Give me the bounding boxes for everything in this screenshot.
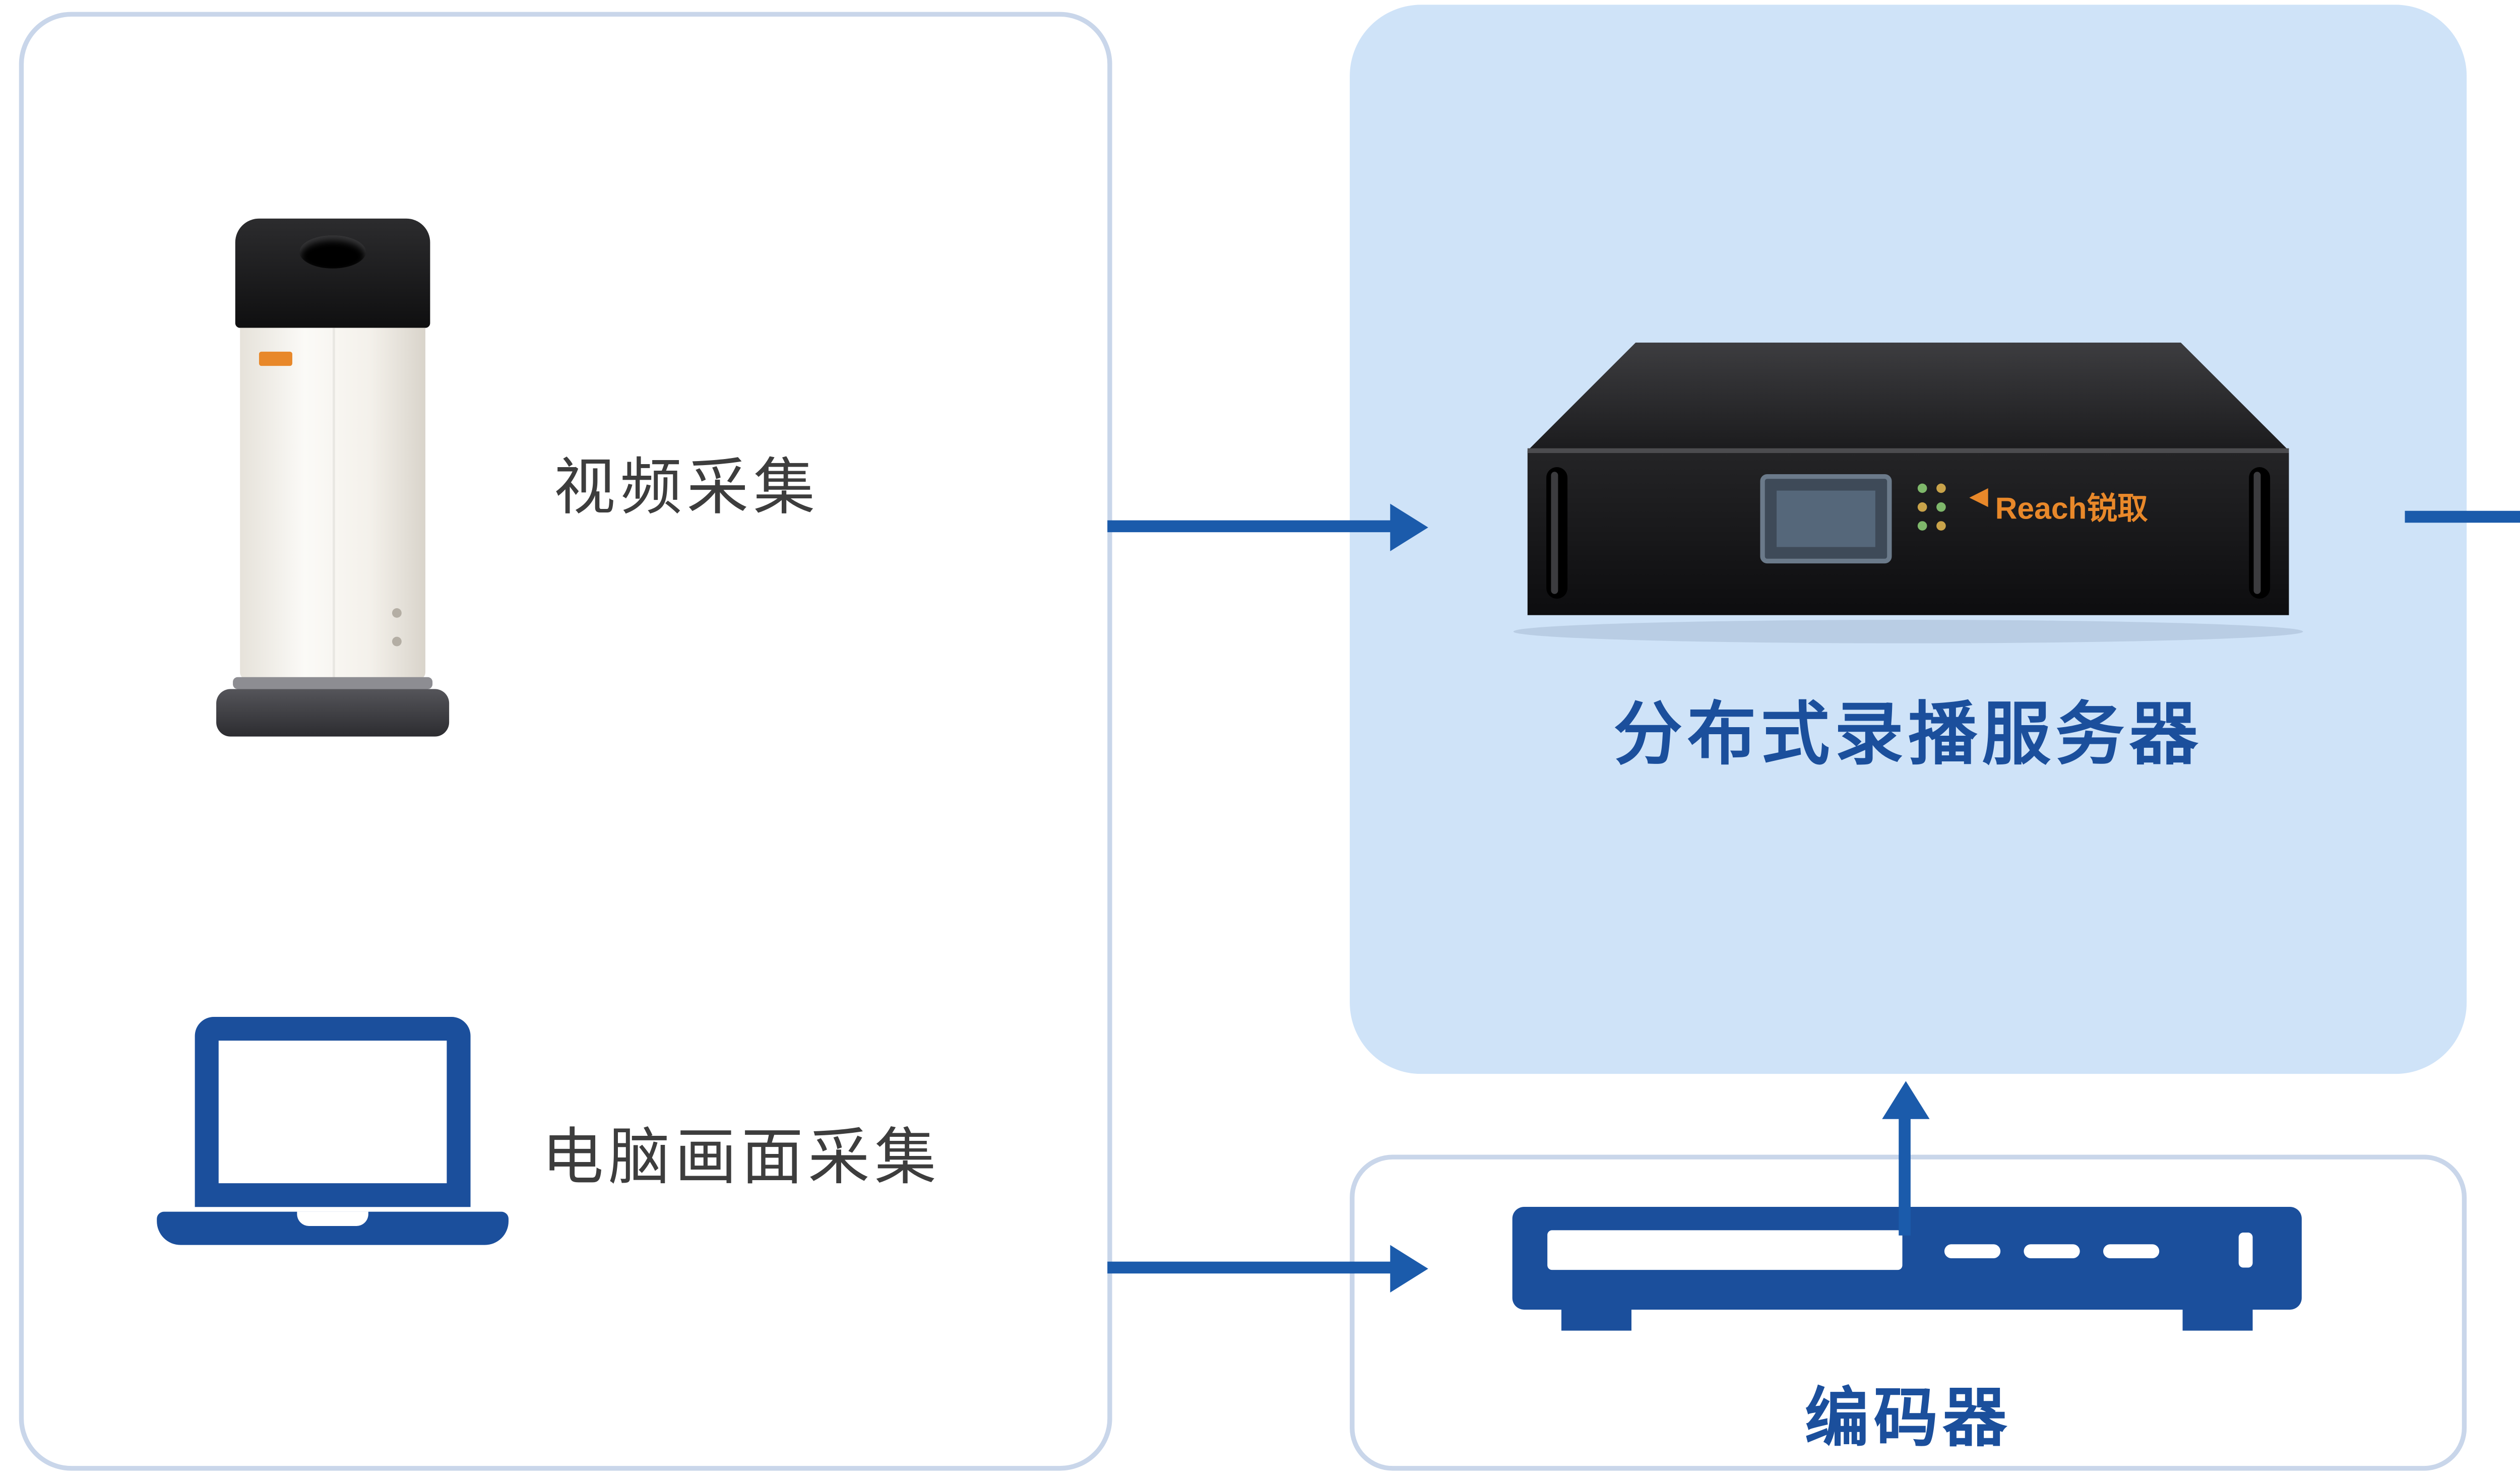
arrow-video-to-server (1107, 502, 1428, 550)
encoder-right-foot (2182, 1309, 2253, 1331)
encoder-device-icon (1512, 1207, 2302, 1331)
video-capture-label: 视频采集 (553, 451, 820, 523)
server-top-face (1527, 342, 2289, 451)
recording-server-label: 分布式录播服务器 (1613, 698, 2203, 775)
camera-lens (299, 235, 366, 269)
panel-capture-sources (19, 12, 1112, 1471)
encoder-label: 编码器 (1805, 1383, 2012, 1454)
laptop-icon (157, 1017, 509, 1245)
laptop-base (157, 1211, 509, 1245)
arrow-server-to-cloud (2405, 510, 2520, 523)
arrow-pc-to-encoder (1107, 1244, 1428, 1292)
encoder-display-slot (1547, 1230, 1903, 1270)
camera-base (216, 689, 450, 737)
pc-capture-label: 电脑画面采集 (541, 1121, 941, 1193)
encoder-left-foot (1561, 1309, 1632, 1331)
server-led-lights (1917, 483, 1946, 531)
server-brand-logo (1969, 488, 1988, 507)
camera-tower-icon (216, 218, 450, 737)
camera-brand-mark (259, 351, 292, 366)
arrow-encoder-to-server (1880, 1081, 1929, 1236)
server-shadow (1513, 620, 2303, 643)
server-front-face (1527, 450, 2289, 615)
rack-server-image: Reach锐取 (1513, 342, 2303, 643)
laptop-screen (195, 1017, 471, 1207)
camera-top-cap (235, 218, 430, 328)
encoder-power-button (2238, 1233, 2253, 1268)
server-brand-text: Reach锐取 (1995, 491, 2149, 526)
camera-body (240, 328, 425, 680)
